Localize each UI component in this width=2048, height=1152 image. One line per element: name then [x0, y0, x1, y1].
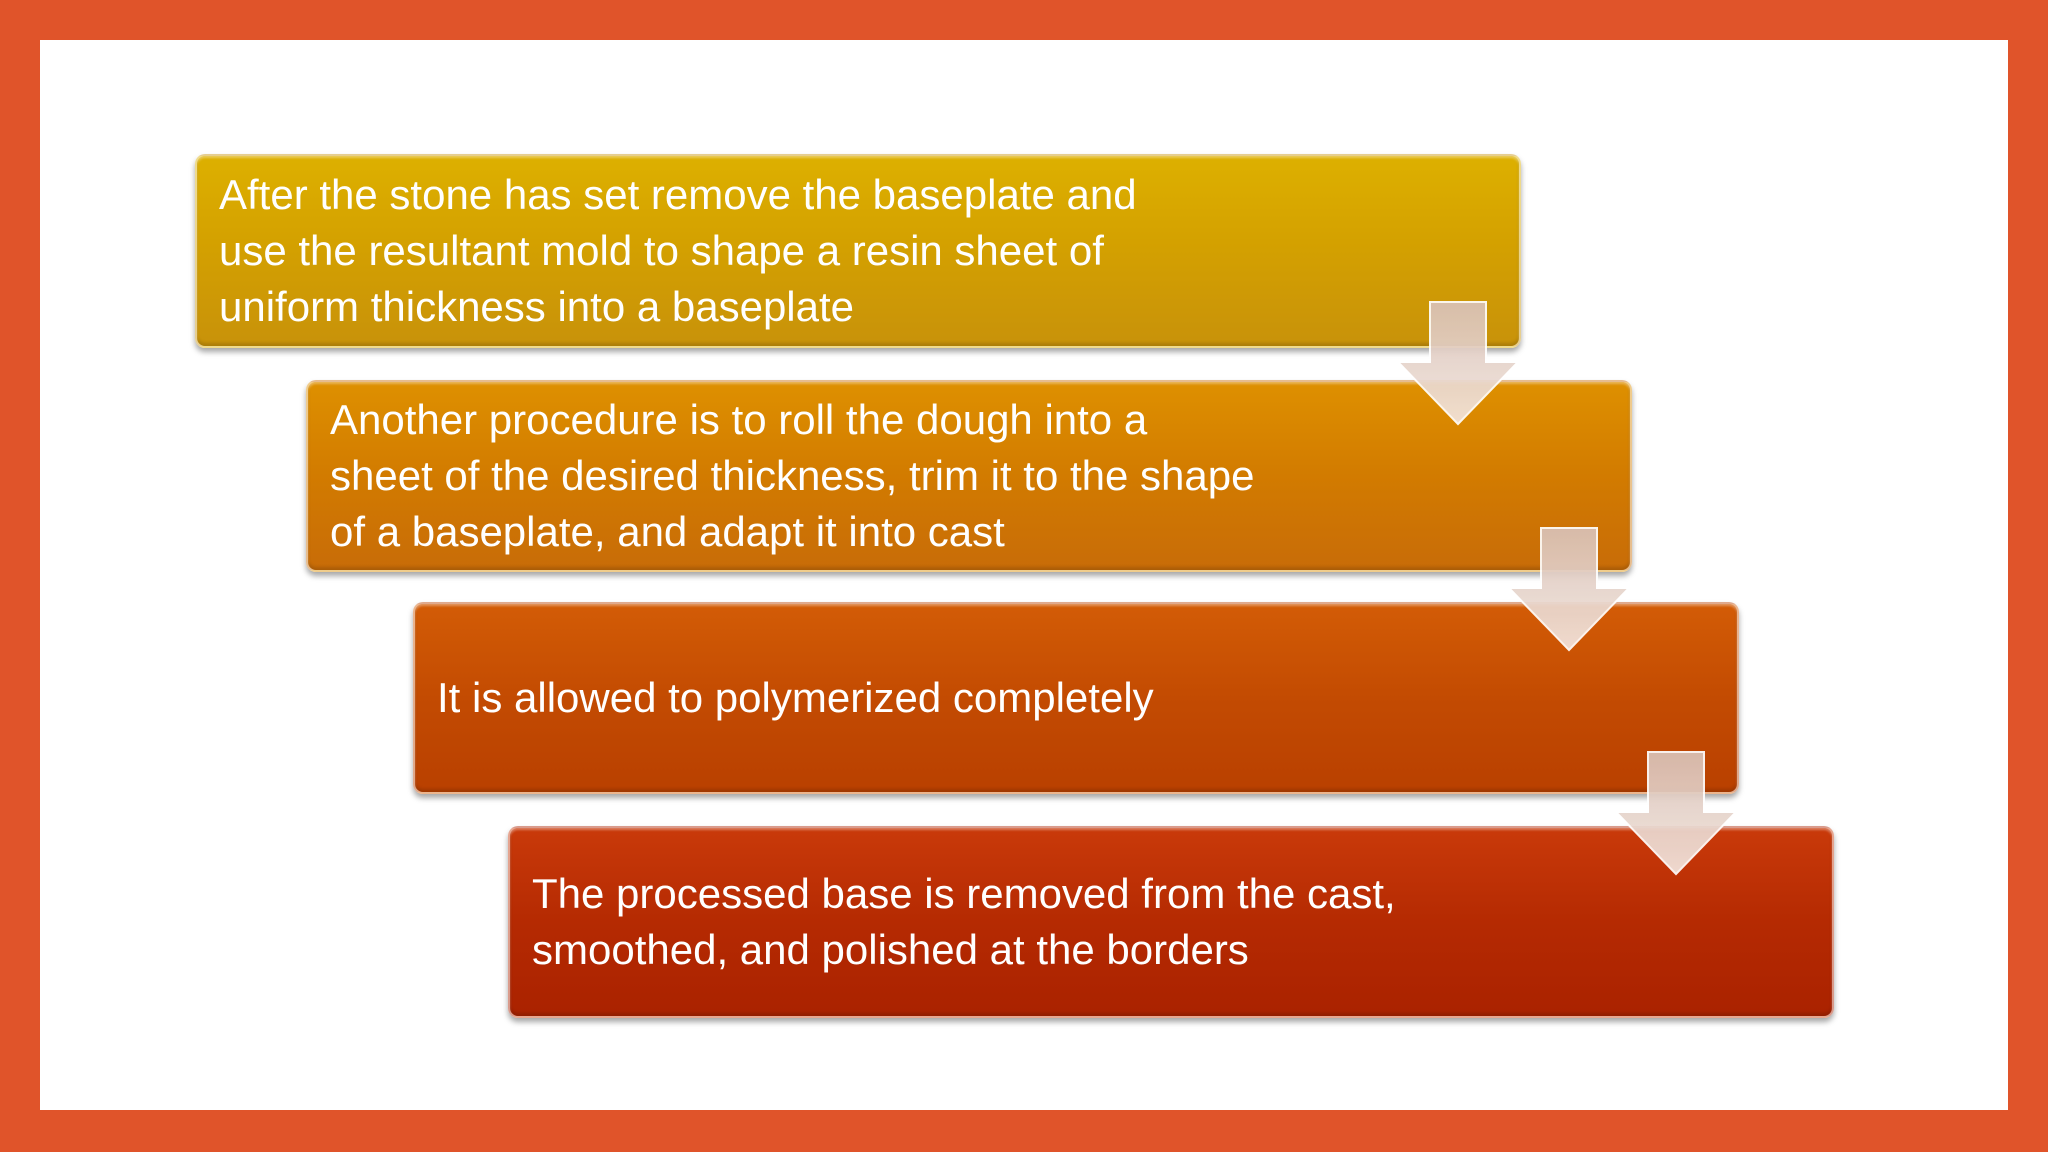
- process-step-4: The processed base is removed from the c…: [508, 826, 1834, 1018]
- process-step-2-text: Another procedure is to roll the dough i…: [330, 396, 1255, 555]
- process-step-3: It is allowed to polymerized completely: [413, 602, 1739, 794]
- process-step-2: Another procedure is to roll the dough i…: [306, 380, 1632, 572]
- down-arrow-icon: [1395, 301, 1521, 426]
- process-step-4-text: The processed base is removed from the c…: [532, 870, 1396, 973]
- process-step-1-text: After the stone has set remove the basep…: [219, 171, 1137, 330]
- process-step-3-text: It is allowed to polymerized completely: [437, 674, 1154, 721]
- process-step-1: After the stone has set remove the basep…: [195, 154, 1521, 348]
- down-arrow-icon: [1613, 751, 1739, 876]
- down-arrow-icon: [1506, 527, 1632, 652]
- slide-canvas: After the stone has set remove the basep…: [40, 40, 2008, 1110]
